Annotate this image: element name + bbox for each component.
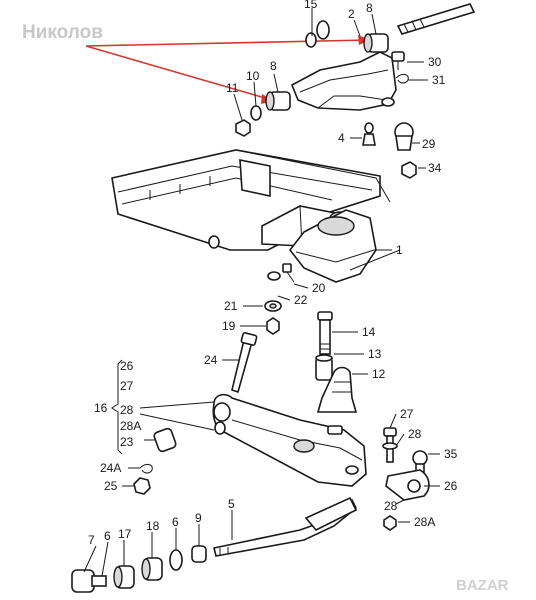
label-19: 19 — [222, 319, 236, 333]
strut-rod-5 — [213, 496, 358, 557]
tie-rod-top — [396, 3, 476, 35]
label-23: 23 — [120, 435, 134, 449]
label-14: 14 — [362, 325, 376, 339]
label-9: 9 — [195, 511, 202, 525]
label-17: 17 — [118, 527, 132, 541]
label-5: 5 — [228, 497, 235, 511]
label-28-left: 28 — [120, 403, 134, 417]
part-labels: 15 2 8 30 31 11 10 8 4 29 34 1 20 22 21 … — [88, 0, 458, 547]
label-13: 13 — [368, 347, 382, 361]
label-28-right: 28 — [408, 427, 422, 441]
bolt-14 — [317, 311, 333, 355]
label-28-lower: 28 — [384, 499, 398, 513]
label-21: 21 — [224, 299, 238, 313]
leader-lines — [83, 8, 440, 577]
watermark-text: Николов — [22, 22, 103, 43]
label-11: 11 — [226, 81, 239, 95]
label-27-right: 27 — [400, 407, 414, 421]
label-6-left: 6 — [104, 529, 111, 543]
ball-joint-26 — [385, 469, 430, 501]
clip-24A — [139, 463, 153, 474]
upper-control-arm — [290, 51, 397, 111]
upper-hardware — [235, 20, 417, 179]
middle-hardware — [264, 300, 282, 335]
brand-logo: BAZAR — [456, 577, 509, 594]
label-26-left: 26 — [120, 359, 134, 373]
brand-text: BAZAR — [456, 577, 509, 594]
bolt-24 — [231, 332, 258, 394]
label-27-left: 27 — [120, 379, 134, 393]
label-26-right: 26 — [444, 479, 458, 493]
label-10: 10 — [246, 69, 260, 83]
label-30: 30 — [428, 55, 442, 69]
washer-28 — [382, 442, 398, 450]
label-7: 7 — [88, 533, 95, 547]
nut-28A — [383, 515, 397, 531]
label-20: 20 — [312, 281, 326, 295]
label-4: 4 — [338, 131, 345, 145]
label-24: 24 — [204, 353, 218, 367]
label-2: 2 — [348, 7, 355, 21]
label-18: 18 — [146, 519, 160, 533]
label-8-left: 8 — [270, 59, 277, 73]
label-34: 34 — [428, 161, 442, 175]
label-16: 16 — [94, 401, 108, 415]
label-29: 29 — [422, 137, 436, 151]
bushing-13 — [315, 354, 333, 381]
bolt-20-22 — [267, 263, 295, 283]
label-25: 25 — [104, 479, 118, 493]
bottom-parts-row — [71, 545, 207, 593]
lower-control-arm — [212, 393, 367, 487]
subframe-crossmember — [111, 149, 401, 283]
label-15: 15 — [304, 0, 318, 11]
label-6-right: 6 — [172, 515, 179, 529]
label-8-top: 8 — [366, 1, 373, 15]
bump-stop-12 — [316, 366, 358, 413]
label-12: 12 — [372, 367, 386, 381]
nut-25 — [133, 477, 151, 495]
label-31: 31 — [432, 73, 446, 87]
label-28A-right: 28A — [414, 515, 435, 529]
label-22: 22 — [294, 293, 308, 307]
label-35: 35 — [444, 447, 458, 461]
label-1: 1 — [396, 243, 403, 257]
bushing-23 — [153, 427, 177, 453]
label-24A: 24A — [100, 461, 121, 475]
ball-joint-35 — [412, 450, 428, 473]
label-28A-left: 28A — [120, 419, 141, 433]
